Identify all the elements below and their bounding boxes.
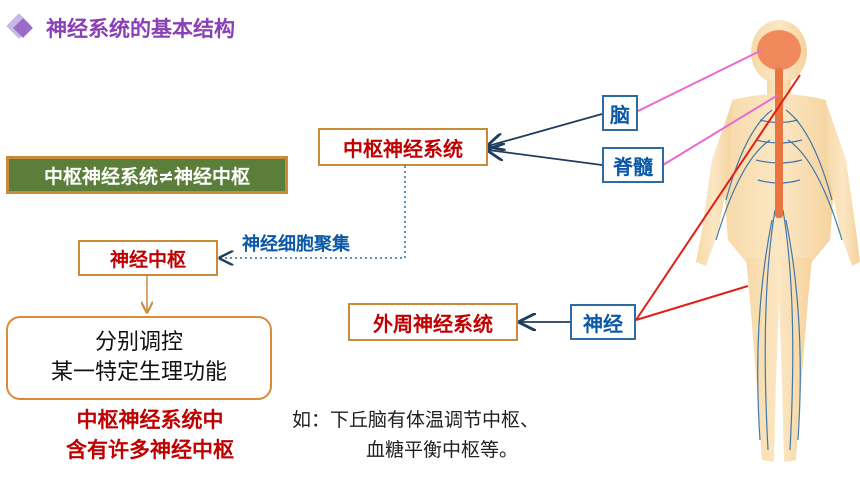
example-line-2: 血糖平衡中枢等。 — [366, 439, 519, 461]
function-line-2: 某一特定生理功能 — [50, 360, 227, 385]
page-title: 神经系统的基本结构 — [46, 17, 235, 41]
red-note: 中枢神经系统中 含有许多神经中枢 — [40, 405, 260, 465]
aggregation-label: 神经细胞聚集 — [242, 234, 350, 255]
cns-box: 中枢神经系统 — [318, 128, 488, 166]
cns-vs-center-badge: 中枢神经系统≠神经中枢 — [6, 156, 288, 194]
pns-box: 外周神经系统 — [348, 303, 518, 341]
spinal-cord-box: 脊髓 — [602, 147, 664, 183]
red-note-line-2: 含有许多神经中枢 — [66, 438, 234, 462]
neural-center-box: 神经中枢 — [78, 240, 218, 276]
red-note-line-1: 中枢神经系统中 — [76, 408, 224, 432]
brain-box: 脑 — [602, 95, 638, 131]
title-bar: 神经系统的基本结构 — [6, 8, 235, 48]
nerve-box: 神经 — [570, 304, 636, 340]
example-note: 如：下丘脑有体温调节中枢、 血糖平衡中枢等。 — [292, 405, 672, 465]
function-line-1: 分别调控 — [94, 330, 183, 355]
function-box: 分别调控 某一特定生理功能 — [6, 316, 272, 400]
example-line-1: 如：下丘脑有体温调节中枢、 — [292, 409, 540, 431]
human-body-figure — [696, 20, 860, 462]
